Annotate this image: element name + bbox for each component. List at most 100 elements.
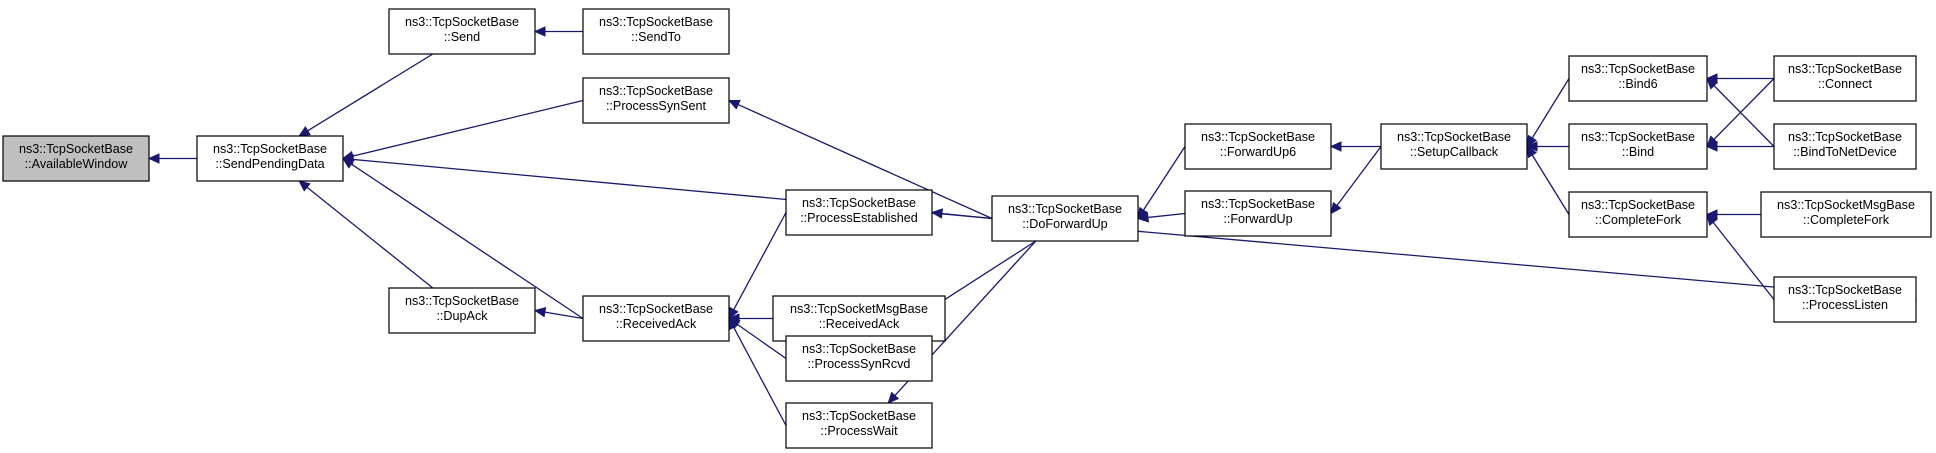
node-method-label: ::ProcessEstablished	[800, 211, 918, 225]
edge-bind_to_net_device-to-bind	[1705, 141, 1775, 152]
node-method-label: ::ProcessSynSent	[606, 99, 707, 113]
edge-line	[352, 99, 584, 157]
edge-do_forward_up-to-process_syn_sent	[727, 99, 993, 220]
node-class-label: ns3::TcpSocketBase	[802, 342, 916, 356]
node-bind-to-net-device[interactable]: ns3::TcpSocketBase::BindToNetDevice	[1773, 123, 1917, 170]
edge-line	[733, 212, 787, 311]
node-received-ack[interactable]: ns3::TcpSocketBase::ReceivedAck	[582, 295, 730, 342]
node-class-label: ns3::TcpSocketBase	[405, 15, 519, 29]
arrowhead-icon	[1706, 213, 1718, 227]
node-box	[1568, 55, 1708, 102]
node-send-pending-data[interactable]: ns3::TcpSocketBase::SendPendingData	[196, 135, 344, 182]
node-process-listen[interactable]: ns3::TcpSocketBase::ProcessListen	[1773, 276, 1917, 323]
node-send[interactable]: ns3::TcpSocketBase::Send	[388, 8, 536, 55]
node-available-window[interactable]: ns3::TcpSocketBase::AvailableWindow	[2, 135, 150, 182]
edge-setup_callback-to-forward_up6	[1329, 141, 1382, 152]
node-method-label: ::ProcessSynRcvd	[808, 357, 911, 371]
edge-received_ack-to-dup_ack	[533, 307, 584, 320]
node-box	[196, 135, 344, 182]
node-class-label: ns3::TcpSocketBase	[405, 294, 519, 308]
node-bind6[interactable]: ns3::TcpSocketBase::Bind6	[1568, 55, 1708, 102]
arrowhead-icon	[533, 307, 547, 318]
edge-send-to-send_pending_data	[298, 53, 434, 137]
node-method-label: ::DoForwardUp	[1022, 217, 1107, 231]
node-box	[2, 135, 150, 182]
node-class-label: ns3::TcpSocketBase	[1788, 130, 1902, 144]
node-forward-up6[interactable]: ns3::TcpSocketBase::ForwardUp6	[1184, 123, 1332, 170]
arrowhead-icon	[887, 391, 900, 404]
node-class-label: ns3::TcpSocketMsgBase	[790, 302, 928, 316]
node-msg-complete-fork[interactable]: ns3::TcpSocketMsgBase::CompleteFork	[1760, 191, 1932, 238]
node-class-label: ns3::TcpSocketBase	[19, 142, 133, 156]
node-method-label: ::ProcessWait	[820, 424, 898, 438]
node-box	[785, 189, 933, 236]
node-box	[772, 295, 946, 342]
node-box	[582, 295, 730, 342]
node-method-label: ::Bind6	[1618, 77, 1657, 91]
node-class-label: ns3::TcpSocketBase	[1201, 130, 1315, 144]
node-send-to[interactable]: ns3::TcpSocketBase::SendTo	[582, 8, 730, 55]
node-box	[388, 287, 536, 334]
node-forward-up[interactable]: ns3::TcpSocketBase::ForwardUp	[1184, 190, 1332, 237]
node-msg-received-ack[interactable]: ns3::TcpSocketMsgBase::ReceivedAck	[772, 295, 946, 342]
node-class-label: ns3::TcpSocketBase	[599, 302, 713, 316]
node-class-label: ns3::TcpSocketBase	[1201, 197, 1315, 211]
arrowhead-icon	[298, 126, 311, 137]
node-box	[1760, 191, 1932, 238]
edge-line	[1713, 78, 1775, 140]
node-method-label: ::ReceivedAck	[819, 317, 900, 331]
node-process-established[interactable]: ns3::TcpSocketBase::ProcessEstablished	[785, 189, 933, 236]
edge-forward_up-to-do_forward_up	[1136, 212, 1186, 223]
node-do-forward-up[interactable]: ns3::TcpSocketBase::DoForwardUp	[991, 195, 1139, 242]
node-method-label: ::SetupCallback	[1410, 145, 1499, 159]
node-method-label: ::DupAck	[436, 309, 488, 323]
node-class-label: ns3::TcpSocketBase	[1581, 62, 1695, 76]
arrowhead-icon	[1329, 141, 1342, 152]
edge-bind6-to-setup_callback	[1526, 78, 1570, 148]
edge-line	[1531, 154, 1570, 215]
node-box	[388, 8, 536, 55]
node-method-label: ::Send	[444, 30, 480, 44]
edge-received_ack-to-send_pending_data	[341, 157, 584, 320]
node-method-label: ::ReceivedAck	[616, 317, 697, 331]
edge-line	[737, 104, 993, 220]
edge-line	[1336, 146, 1382, 206]
node-box	[1184, 123, 1332, 170]
nodes-layer: ns3::TcpSocketBase::AvailableWindowns3::…	[2, 8, 1932, 449]
edge-line	[1142, 146, 1186, 211]
node-bind[interactable]: ns3::TcpSocketBase::Bind	[1568, 123, 1708, 170]
arrowhead-icon	[1526, 134, 1538, 148]
edge-setup_callback-to-forward_up	[1330, 146, 1382, 215]
edge-process_listen-to-complete_fork	[1706, 213, 1775, 300]
edge-line	[307, 53, 434, 132]
node-class-label: ns3::TcpSocketBase	[1008, 202, 1122, 216]
edge-msg_complete_fork-to-complete_fork	[1705, 209, 1762, 220]
node-box	[1184, 190, 1332, 237]
edge-line	[306, 186, 434, 289]
node-class-label: ns3::TcpSocketBase	[1581, 198, 1695, 212]
node-process-syn-rcvd[interactable]: ns3::TcpSocketBase::ProcessSynRcvd	[785, 335, 933, 382]
edge-bind-to-setup_callback	[1525, 141, 1570, 152]
node-box	[1568, 123, 1708, 170]
arrowhead-icon	[1330, 201, 1342, 215]
node-connect[interactable]: ns3::TcpSocketBase::Connect	[1773, 55, 1917, 102]
node-complete-fork[interactable]: ns3::TcpSocketBase::CompleteFork	[1568, 191, 1708, 238]
node-setup-callback[interactable]: ns3::TcpSocketBase::SetupCallback	[1380, 123, 1528, 170]
edge-line	[1531, 78, 1570, 139]
edge-line	[1147, 212, 1186, 219]
arrowhead-icon	[341, 157, 355, 169]
node-method-label: ::SendPendingData	[215, 157, 324, 171]
node-method-label: ::SendTo	[631, 30, 681, 44]
node-method-label: ::ForwardUp6	[1220, 145, 1296, 159]
node-process-wait[interactable]: ns3::TcpSocketBase::ProcessWait	[785, 402, 933, 449]
node-class-label: ns3::TcpSocketBase	[599, 15, 713, 29]
arrowhead-icon	[1526, 145, 1538, 159]
node-dup-ack[interactable]: ns3::TcpSocketBase::DupAck	[388, 287, 536, 334]
edge-line	[1712, 221, 1775, 300]
node-method-label: ::Connect	[1818, 77, 1872, 91]
node-class-label: ns3::TcpSocketBase	[802, 409, 916, 423]
edge-send_pending_data-to-available_window	[147, 153, 197, 164]
edge-line	[1713, 85, 1775, 147]
node-method-label: ::Bind	[1622, 145, 1654, 159]
node-process-syn-sent[interactable]: ns3::TcpSocketBase::ProcessSynSent	[582, 77, 730, 124]
